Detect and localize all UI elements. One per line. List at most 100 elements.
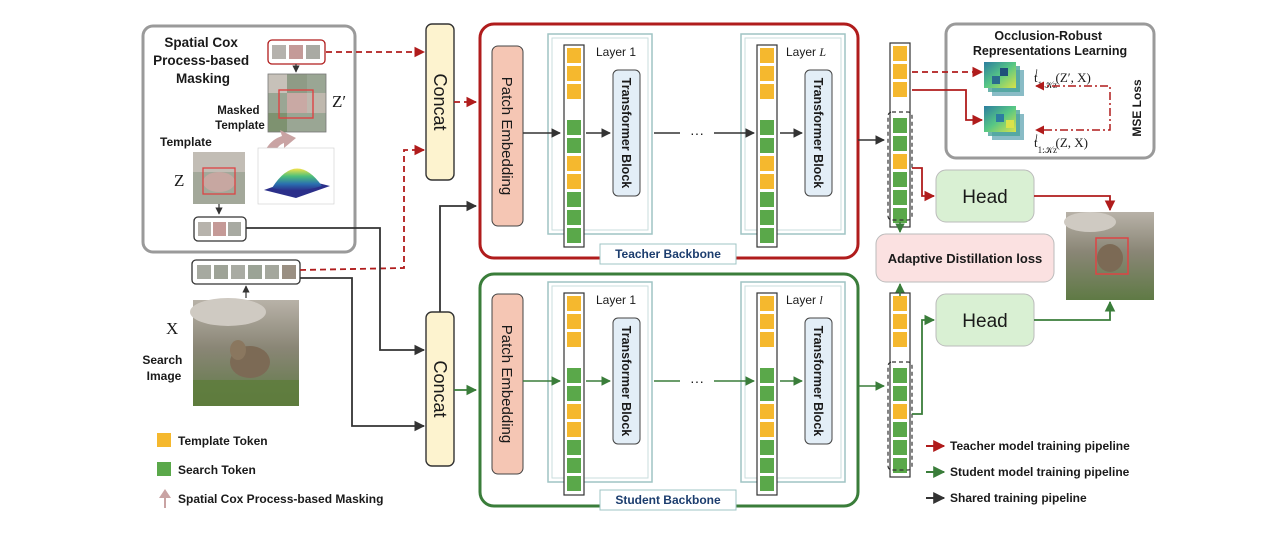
student-tokens-to-head-arrow (912, 314, 936, 415)
template-token (567, 84, 581, 99)
template-token (760, 404, 774, 419)
search-token (760, 458, 774, 473)
template-token-strip (193, 216, 247, 242)
template-token (567, 66, 581, 81)
zprime-label: Z′ (332, 92, 346, 111)
search-token (893, 458, 907, 473)
search-token (893, 368, 907, 383)
teacher-layerL-tokens (756, 44, 778, 248)
teacher-backbone: Patch Embedding Layer 1 Transformer Bloc… (478, 22, 860, 265)
search-token (760, 192, 774, 207)
legend-right: Teacher model training pipeline Student … (926, 439, 1130, 505)
search-token (567, 192, 581, 207)
masking-title-2: Process-based (153, 53, 249, 68)
svg-text:Layer l: Layer l (786, 293, 823, 307)
tracking-output-image (1064, 212, 1154, 300)
search-token (893, 172, 907, 187)
search-token (567, 386, 581, 401)
search-token-strip (191, 259, 301, 285)
search-token (567, 210, 581, 225)
masked-feature-map (984, 62, 1024, 96)
concat-student-label: Concat (430, 360, 450, 417)
template-token (893, 296, 907, 311)
template-to-concat-student-arrow (246, 227, 426, 356)
teacher-head: Head (935, 169, 1035, 223)
legend-masking-arrow-icon (159, 489, 171, 508)
svg-text:Occlusion-Robust Represe: Occlusion-Robust Representations Learnin… (973, 29, 1127, 58)
search-token (567, 476, 581, 491)
teacher-backbone-label: Teacher Backbone (615, 247, 721, 261)
teacher-patch-embedding-label: Patch Embedding (498, 77, 515, 195)
template-token (760, 422, 774, 437)
template-token (760, 296, 774, 311)
mse-loss-label: MSE Loss (1130, 79, 1144, 137)
orl-eq2-args: (Z, X) (1056, 135, 1089, 150)
search-token (893, 386, 907, 401)
student-head: Head (935, 293, 1035, 347)
student-layerl-transformer-block (804, 317, 833, 445)
teacher-layer1-transformer-label: Transformer Block (619, 78, 633, 189)
legend-template-token-swatch (157, 433, 171, 447)
svg-text:Masked Template: Masked Template (215, 105, 265, 132)
student-layer1-transformer-label: Transformer Block (619, 326, 633, 437)
mse-bracket (1035, 81, 1111, 135)
search-token (760, 210, 774, 225)
search-token (760, 386, 774, 401)
student-layerl-tokens (756, 292, 778, 496)
template-token (567, 332, 581, 347)
teacher-head-to-output-arrow (1034, 195, 1116, 212)
teacher-layerL-transformer-label: Transformer Block (811, 78, 825, 189)
concat-student-to-teacher-backbone-arrow (439, 200, 478, 312)
teacher-layerL-transformer-block (804, 69, 833, 197)
search-token (893, 208, 907, 223)
svg-text:Spatial Cox Process-base: Spatial Cox Process-based Masking (153, 35, 253, 86)
masking-title-1: Spatial Cox (164, 35, 238, 50)
template-token (760, 332, 774, 347)
student-search-token-group (887, 361, 913, 471)
template-token (893, 82, 907, 97)
search-token (893, 440, 907, 455)
masked-template-label-1: Masked (217, 105, 259, 117)
template-token (567, 156, 581, 171)
student-patch-embedding-label: Patch Embedding (498, 325, 515, 443)
legend-student-pipeline-label: Student model training pipeline (950, 465, 1130, 479)
template-token (893, 314, 907, 329)
student-backbone: Patch Embedding Layer 1 Transformer Bloc… (478, 272, 860, 511)
search-image-label-1: Search (142, 353, 182, 367)
clean-feature-map (984, 106, 1024, 140)
template-token (760, 84, 774, 99)
teacher-layer1-tokens (563, 44, 585, 248)
search-token (567, 368, 581, 383)
template-token (893, 404, 907, 419)
template-token (760, 156, 774, 171)
svg-text:t1:𝒦zl(Z, X): t1:𝒦zl(Z, X) (1034, 133, 1088, 155)
template-token (567, 48, 581, 63)
orl-title-2: Representations Learning (973, 44, 1127, 58)
template-token (760, 66, 774, 81)
svg-text:Layer L: Layer L (786, 45, 826, 59)
orl-title-1: Occlusion-Robust (994, 29, 1102, 43)
masking-panel: Spatial Cox Process-based Masking Z′ Mas… (141, 24, 357, 254)
search-token (567, 138, 581, 153)
template-token (760, 48, 774, 63)
adaptive-distillation-loss-label: Adaptive Distillation loss (888, 251, 1043, 266)
template-token (567, 314, 581, 329)
student-layerl-label: Layer (786, 293, 819, 307)
template-label: Template (160, 135, 212, 149)
teacher-search-token-group (887, 111, 913, 221)
legend-template-token-label: Template Token (178, 434, 268, 448)
teacher-ellipsis: ··· (690, 125, 704, 141)
template-token (893, 64, 907, 79)
teacher-output-tokens (889, 42, 911, 228)
orl-eq1-sup: l (1035, 68, 1038, 78)
student-head-to-output-arrow (1034, 300, 1116, 321)
template-token (567, 296, 581, 311)
masked-template-image (267, 73, 327, 133)
template-token (760, 314, 774, 329)
student-backbone-label: Student Backbone (615, 493, 721, 507)
search-token (760, 440, 774, 455)
search-token (760, 476, 774, 491)
template-token (760, 174, 774, 189)
legend-shared-pipeline-label: Shared training pipeline (950, 491, 1087, 505)
search-token (893, 118, 907, 133)
